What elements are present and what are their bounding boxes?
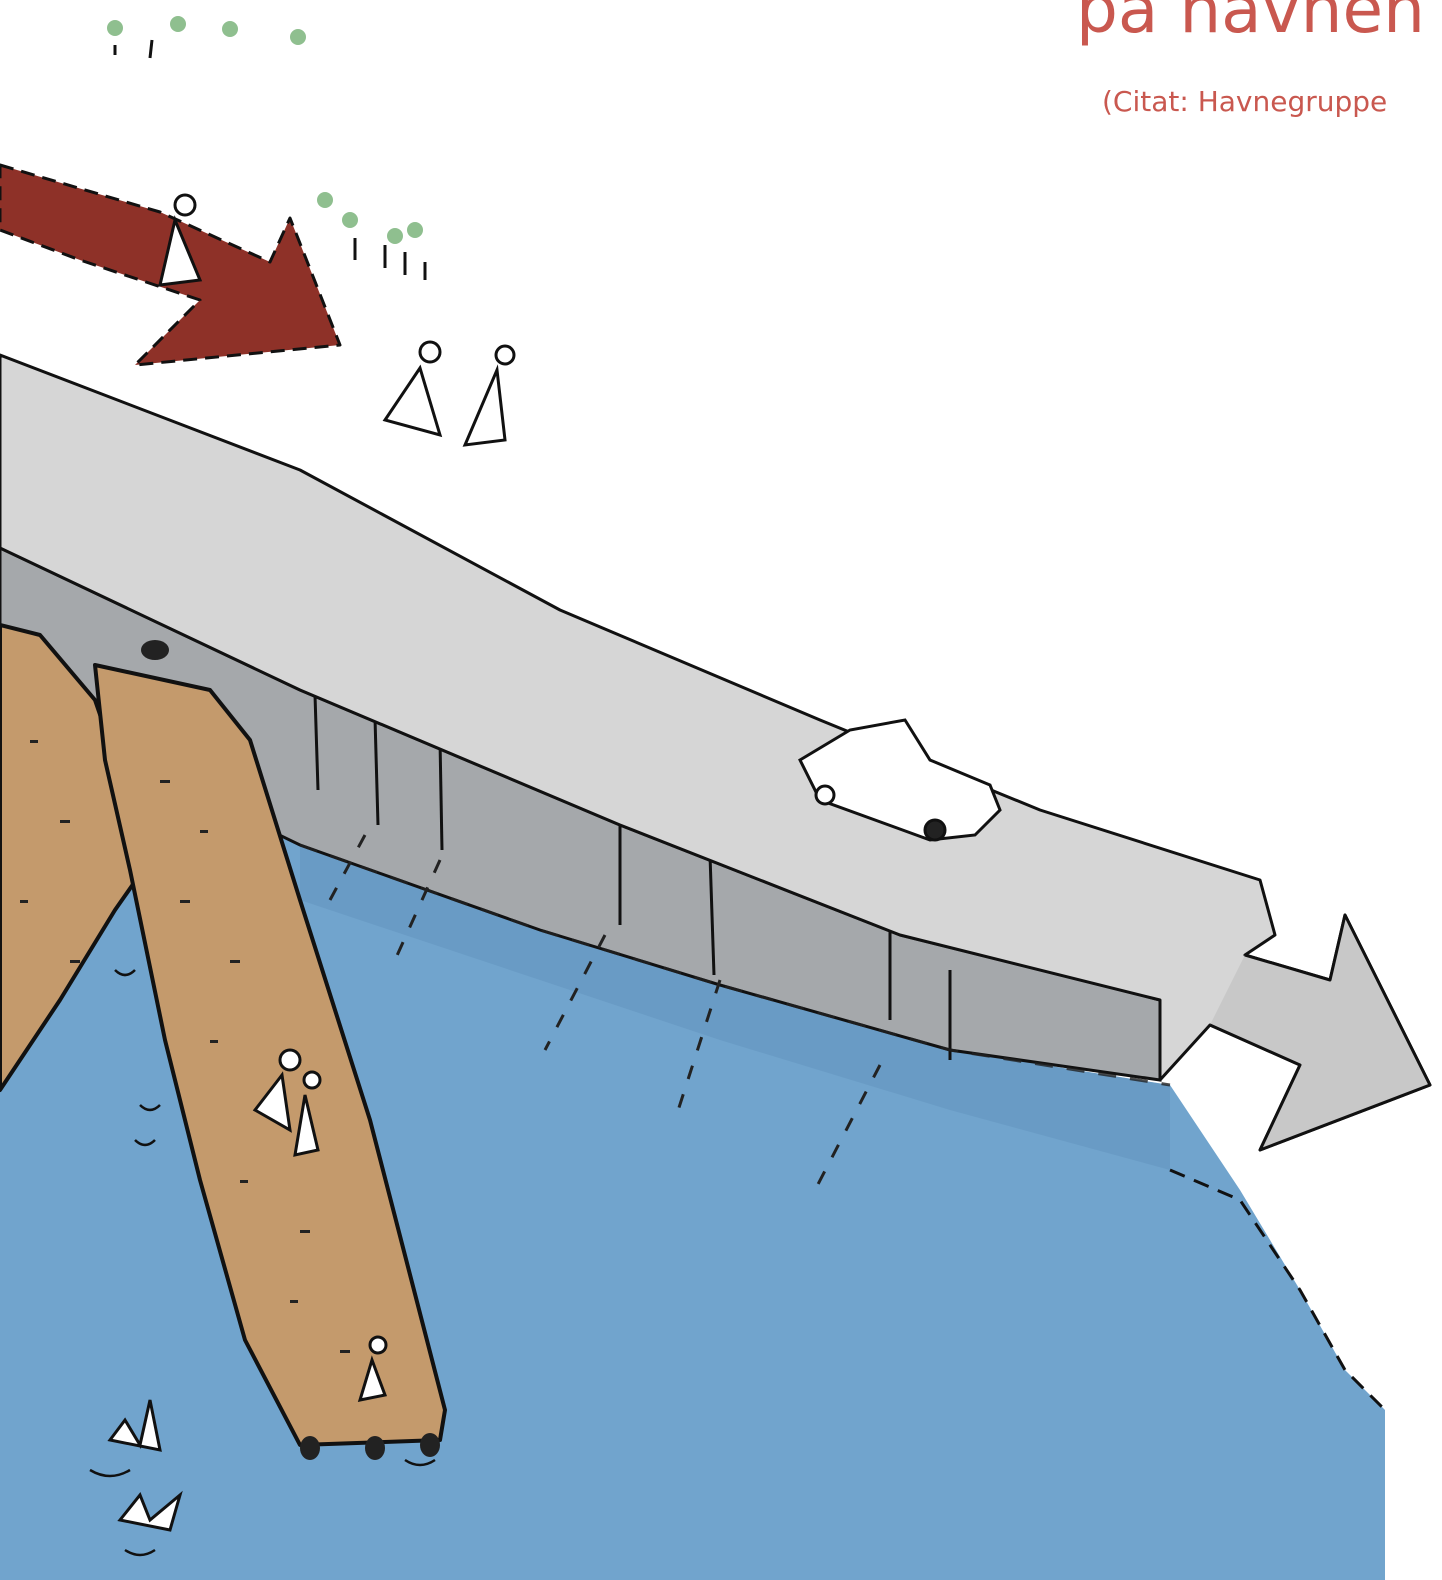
quote-title: på havnen: [1076, 0, 1425, 50]
quote-attribution: (Citat: Havnegruppe: [1102, 84, 1387, 120]
